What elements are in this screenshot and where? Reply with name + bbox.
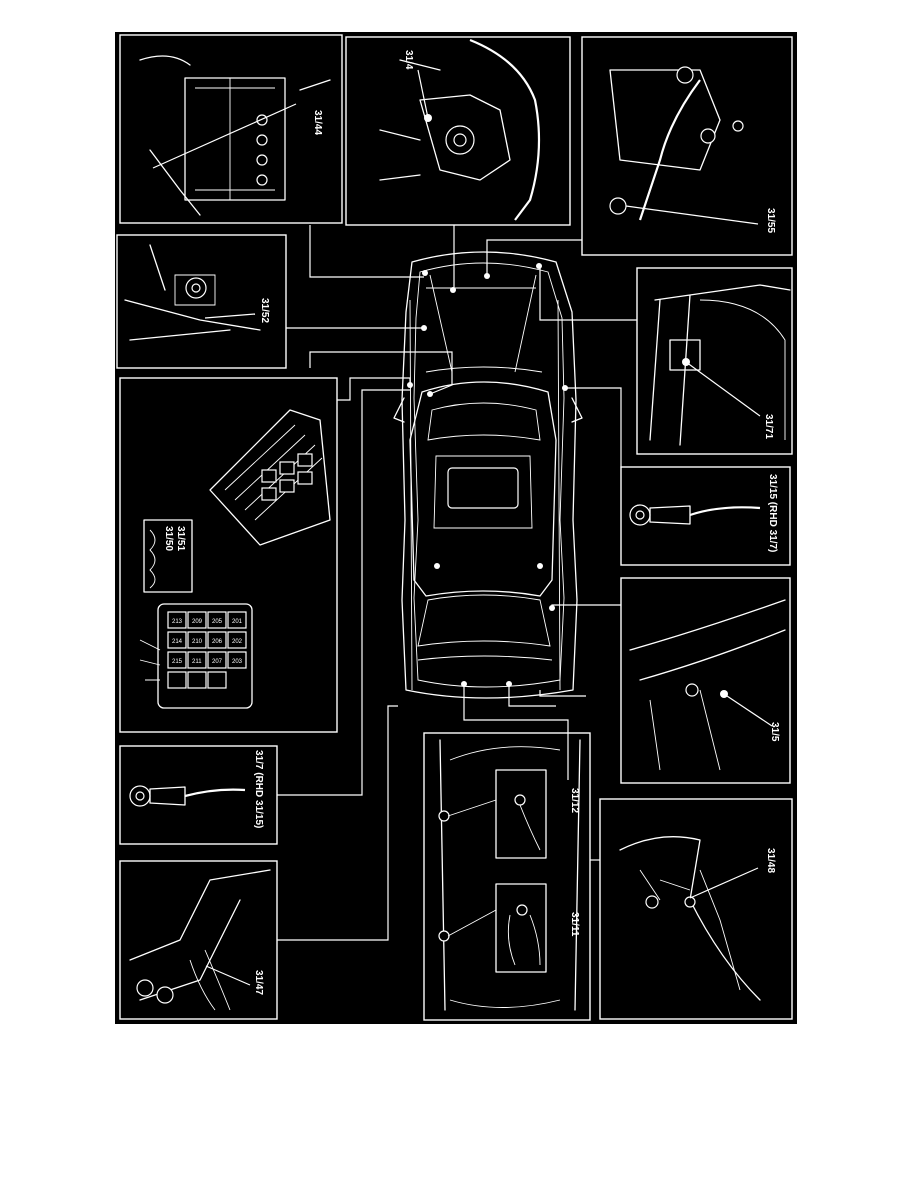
callout-31-71: 31/71: [763, 414, 774, 439]
fuse-label: 209: [192, 619, 203, 625]
panel-31-12-31-11: 31/12 31/11: [423, 732, 591, 1021]
panel-31-4: 31/4: [345, 36, 571, 226]
fuse-label: 203: [232, 659, 243, 665]
sunroof: [447, 467, 519, 509]
fuse-label: 206: [212, 639, 223, 645]
car-outline-top-view: [393, 251, 583, 699]
callout-31-55: 31/55: [765, 208, 776, 233]
callout-31-7: 31/7 (RHD 31/15): [253, 750, 264, 828]
fuse-label: 211: [192, 659, 202, 665]
leader-lines: [277, 225, 637, 941]
panel-31-52: 31/52: [116, 234, 287, 369]
callout-31-4: 31/4: [403, 50, 414, 70]
panel-31-15: 31/15 (RHD 31/7): [620, 466, 791, 566]
callout-31-11: 31/11: [569, 912, 580, 937]
fuse-grid: 201 202 203 205 206 207 209 210 211 213 …: [167, 611, 247, 689]
panel-31-44: 31/44: [119, 34, 343, 224]
fuse-label: 207: [212, 659, 223, 665]
fuse-label: 210: [192, 639, 203, 645]
callout-31-12: 31/12: [569, 788, 580, 813]
fuse-label: 215: [172, 659, 183, 665]
panel-31-48: 31/48: [599, 798, 793, 1020]
callout-31-44: 31/44: [312, 110, 323, 135]
panel-fusebox: 31/51 31/50 201 202 203 205 206 207: [119, 377, 338, 733]
callout-31-51: 31/51: [175, 526, 186, 551]
fuse-label: 205: [212, 619, 223, 625]
callout-31-48: 31/48: [765, 848, 776, 873]
fuse-label: 214: [172, 639, 183, 645]
callout-31-50: 31/50: [163, 526, 174, 551]
relay-block-fuses: [261, 453, 313, 501]
panel-31-71: 31/71: [636, 267, 793, 455]
panel-31-7: 31/7 (RHD 31/15): [119, 745, 278, 845]
panel-31-5: 31/5: [620, 577, 791, 784]
callout-31-15: 31/15 (RHD 31/7): [767, 474, 778, 552]
callout-31-5: 31/5: [769, 722, 780, 742]
callout-31-52: 31/52: [259, 298, 270, 323]
fuse-label: 201: [232, 619, 243, 625]
fuse-label: 202: [232, 639, 243, 645]
callout-31-47: 31/47: [253, 970, 264, 995]
panel-31-55: 31/55: [581, 36, 793, 256]
fuse-label: 213: [172, 619, 183, 625]
panel-31-47: 31/47: [119, 860, 278, 1020]
